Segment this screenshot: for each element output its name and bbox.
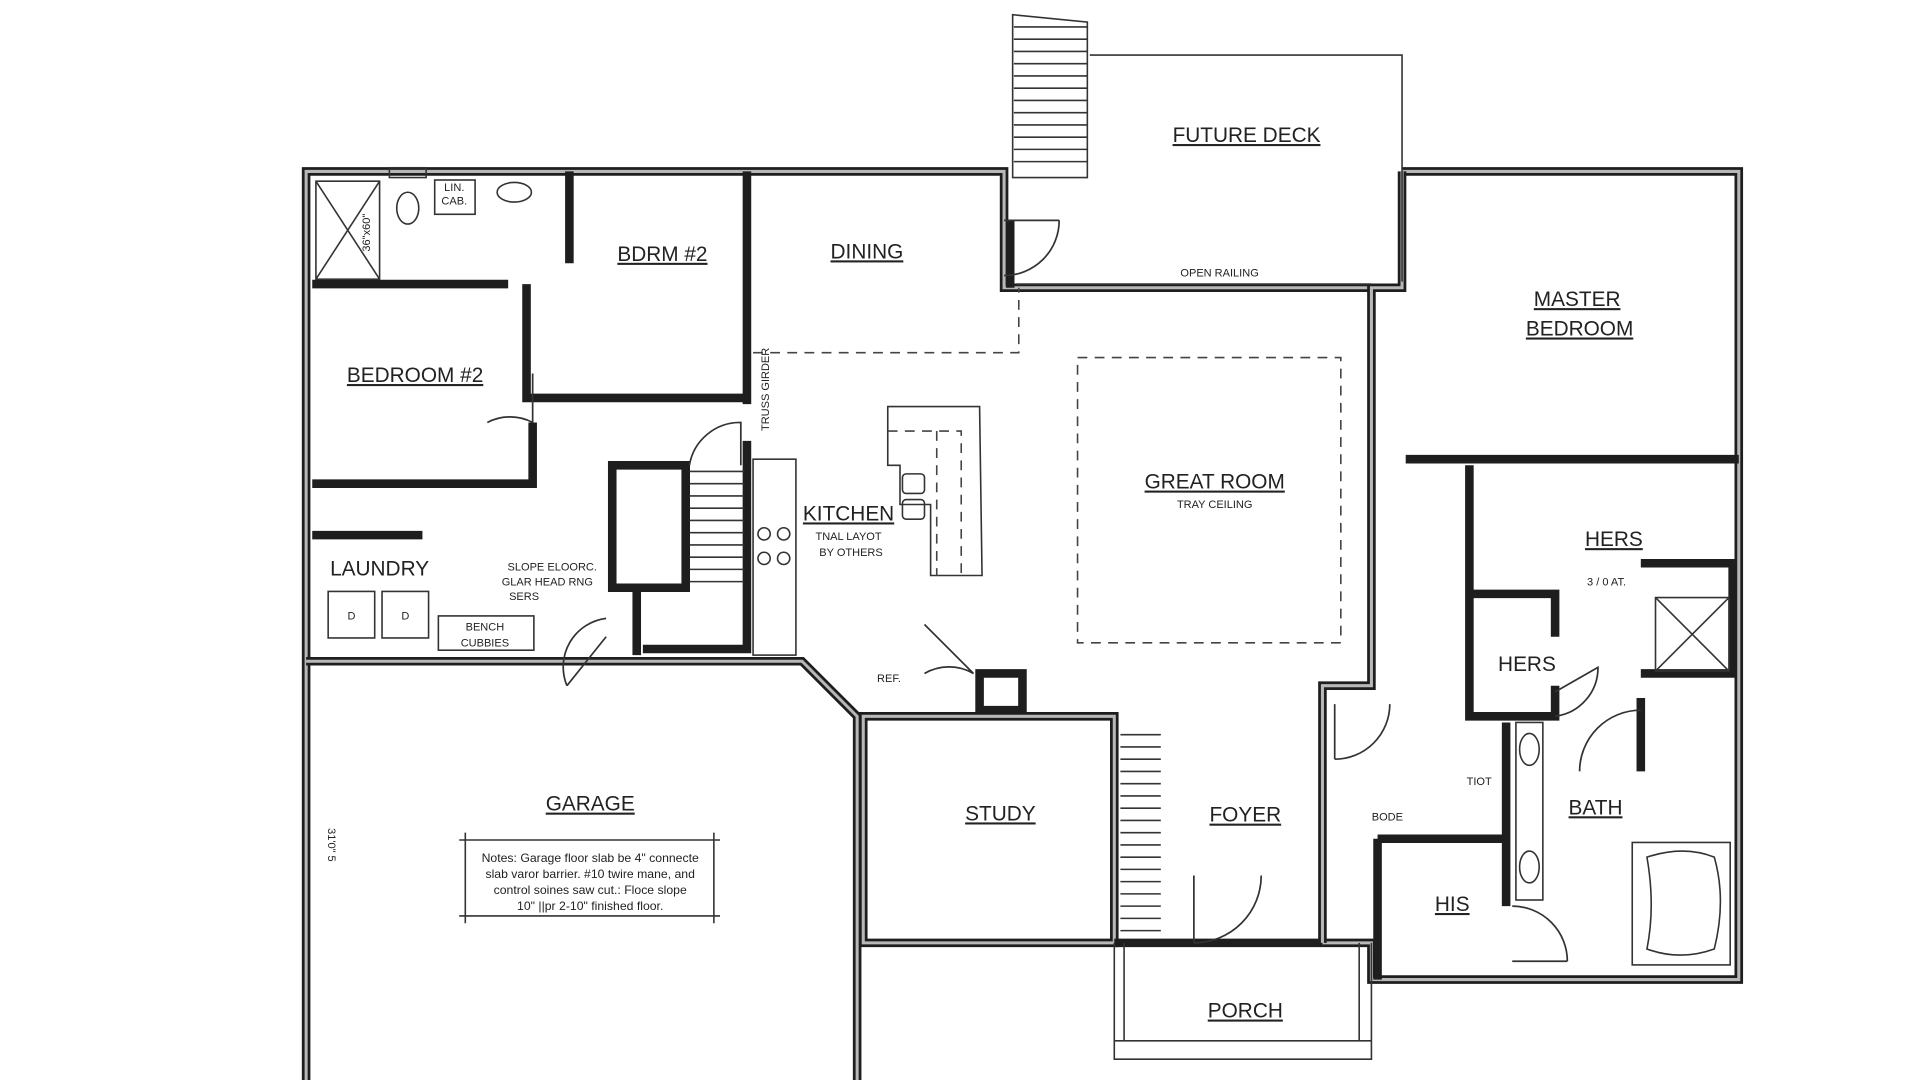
doors [486, 219, 1641, 963]
room-label-dining: DINING [831, 240, 904, 263]
open-railing-note: OPEN RAILING [1180, 268, 1258, 280]
room-label-bath: BATH [1569, 796, 1623, 819]
shower [315, 180, 381, 280]
note-line: control soines saw cut.: Floce slope [494, 883, 687, 897]
garage-notes: Notes: Garage floor slab be 4" connecte … [459, 832, 720, 924]
stairs-foyer [1120, 733, 1161, 932]
lin-cab-1: LIN. [444, 182, 464, 194]
bode-label: BODE [1372, 811, 1403, 823]
ref-label: REF. [877, 673, 901, 685]
room-label-future-deck: FUTURE DECK [1173, 124, 1321, 147]
room-label-his: HIS [1435, 893, 1470, 916]
tray-ceiling-outline [1076, 356, 1342, 644]
hers-rod-label: 3 / 0 AT. [1587, 576, 1626, 588]
room-label-study: STUDY [965, 802, 1036, 825]
garage-dimension: 31'0" 5 [325, 828, 337, 862]
kitchen-note-1: TNAL LAYOT [816, 531, 882, 543]
room-label-master-2: BEDROOM [1526, 318, 1633, 341]
room-label-master-1: MASTER [1534, 288, 1621, 311]
note-line: Notes: Garage floor slab be 4" connecte [482, 851, 699, 865]
kitchen-island [886, 405, 983, 577]
great-room-note: TRAY CEILING [1177, 499, 1253, 511]
kitchen-note-2: BY OTHERS [819, 547, 882, 559]
walls [301, 167, 1744, 1080]
stairs-note-3: SERS [509, 591, 539, 603]
room-label-foyer: FOYER [1209, 804, 1281, 827]
truss-girder-note: TRUSS GIRDER [760, 348, 772, 431]
future-deck [1011, 13, 1403, 285]
room-label-hers-closet: HERS [1585, 528, 1643, 551]
room-label-bedroom2: BEDROOM #2 [347, 364, 483, 387]
room-label-great-room: GREAT ROOM [1145, 471, 1285, 494]
toilet-label: TIOT [1467, 776, 1492, 788]
shower-dimension: 36"x60" [361, 214, 373, 252]
porch [1113, 942, 1373, 1060]
lin-cab-2: CAB. [441, 195, 467, 207]
note-line: slab varor barrier. #10 twire mane, and [485, 867, 695, 881]
cubbies-label: CUBBIES [461, 638, 509, 650]
room-label-laundry: LAUNDRY [330, 558, 429, 581]
dryer-label: D [401, 611, 409, 623]
room-label-porch: PORCH [1208, 1000, 1283, 1023]
room-label-kitchen: KITCHEN [803, 502, 894, 525]
note-line: 10" ||pr 2-10" finished floor. [517, 899, 663, 913]
stairs-note-2: GLAR HEAD RNG [502, 576, 593, 588]
room-label-hers: HERS [1498, 653, 1556, 676]
stairs [689, 470, 745, 583]
bench-label: BENCH [466, 622, 505, 634]
washer-label: D [347, 611, 355, 623]
room-label-garage: GARAGE [546, 793, 635, 816]
room-label-bdrm2: BDRM #2 [617, 243, 707, 266]
stairs-note-1: SLOPE ELOORC. [508, 562, 597, 574]
dining-outline [753, 287, 1020, 354]
